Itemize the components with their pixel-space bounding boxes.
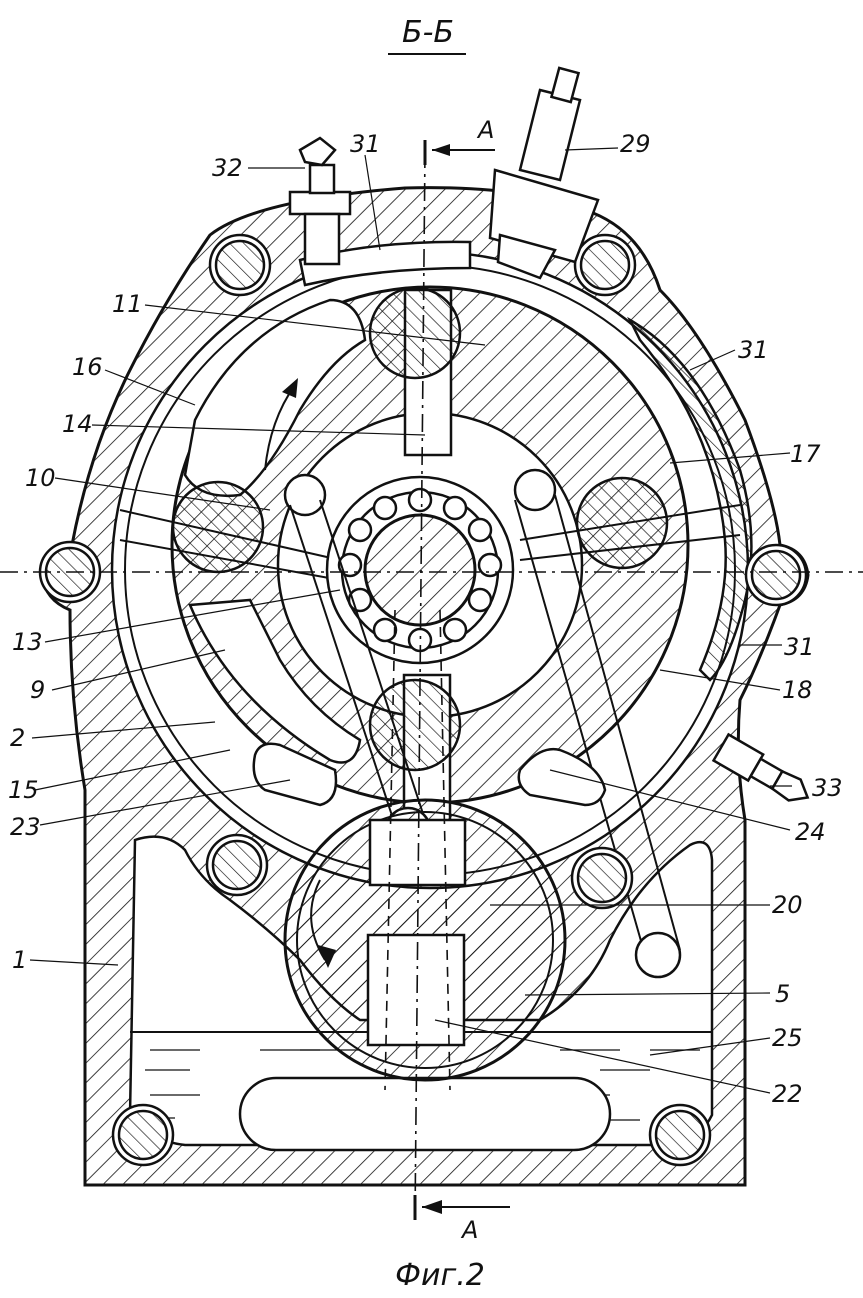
label-1: 1 [12, 946, 27, 974]
rod-pin-right [513, 468, 557, 512]
label-33: 33 [812, 774, 843, 802]
label-9: 9 [30, 676, 45, 704]
label-23: 23 [10, 813, 41, 841]
label-22: 22 [772, 1080, 803, 1108]
section-letter-bottom: А [460, 1216, 478, 1244]
label-29: 29 [620, 130, 651, 158]
label-16: 16 [72, 353, 103, 381]
vertical-centerline [414, 149, 426, 1221]
label-31-top: 31 [350, 130, 381, 158]
section-title: Б-Б [402, 15, 454, 50]
cooling-jacket-right [627, 316, 753, 682]
top-port [298, 240, 472, 287]
hidden-line-right [439, 609, 451, 1091]
port-24 [517, 747, 607, 807]
label-10: 10 [25, 464, 56, 492]
cam-slot-top [368, 818, 467, 887]
chamber-lower-left [188, 598, 362, 764]
label-15: 15 [8, 776, 39, 804]
rotation-arrow-cam [310, 879, 326, 961]
label-2: 2 [10, 724, 25, 752]
figure-caption: Фиг.2 [395, 1258, 485, 1293]
spark-plug [488, 66, 600, 280]
hidden-line-left [384, 609, 396, 1091]
leader-lines [29, 147, 792, 1094]
label-32: 32 [212, 154, 243, 182]
rod-end-right [634, 931, 682, 979]
bottom-oval-slot [238, 1076, 612, 1152]
roller-right [575, 476, 669, 570]
label-20: 20 [772, 891, 803, 919]
label-31-right-upper: 31 [738, 336, 769, 364]
rotation-arrowhead-cam [318, 945, 336, 968]
section-arrowhead-top [432, 144, 450, 156]
label-11: 11 [112, 290, 143, 318]
bearing-balls [337, 487, 503, 653]
section-arrowhead-bottom [422, 1200, 442, 1214]
label-31-right-lower: 31 [784, 633, 815, 661]
shaft [363, 513, 477, 627]
pushrod-left-b [319, 499, 431, 836]
section-letter-top: А [476, 116, 494, 144]
rod-pin-left [283, 473, 327, 517]
label-25: 25 [772, 1024, 803, 1052]
bolts [38, 233, 808, 1167]
cam-inner-ring [296, 811, 554, 1069]
cam-slot-bottom [366, 933, 466, 1047]
roller-top [368, 286, 462, 380]
grease-fitting-32 [288, 136, 352, 266]
rotation-arrowhead-rotor [282, 378, 298, 398]
roller-left [171, 480, 265, 574]
label-17: 17 [790, 440, 821, 468]
label-5: 5 [775, 980, 790, 1008]
label-24: 24 [795, 818, 826, 846]
label-14: 14 [62, 410, 93, 438]
pushrod-left-a [289, 504, 401, 841]
port-23 [252, 742, 338, 807]
pushrod-right-b [554, 494, 681, 951]
label-18: 18 [782, 676, 813, 704]
label-13: 13 [12, 628, 43, 656]
